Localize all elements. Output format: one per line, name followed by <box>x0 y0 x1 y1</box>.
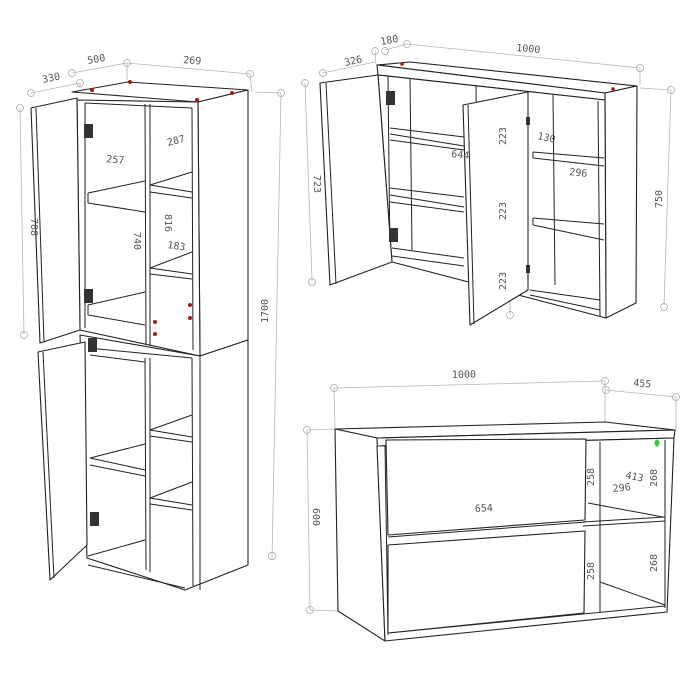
hinge-icon <box>84 124 93 138</box>
dim-723-label: 723 <box>311 175 322 193</box>
dim-600-label: 600 <box>310 508 321 526</box>
dim-268-bottom-label: 268 <box>649 554 660 572</box>
dim-180-label: 180 <box>380 34 400 48</box>
hinge-icon <box>386 91 395 105</box>
dim-223-bottom-label: 223 <box>498 272 509 290</box>
dim-183-label: 183 <box>167 240 186 253</box>
dim-1000-label: 1000 <box>516 43 541 56</box>
wall-middle-door[interactable] <box>462 91 529 326</box>
dim-287-label: 287 <box>166 134 186 149</box>
wall-side <box>604 85 638 319</box>
dim-654-label: 654 <box>475 503 494 515</box>
wall-cabinet: 326 180 1000 644 130 296 723 223 223 223… <box>301 34 675 326</box>
dim-258-bottom-label: 258 <box>586 562 597 580</box>
base-upper-drawer[interactable] <box>385 438 587 536</box>
dim-644-label: 644 <box>451 149 470 162</box>
tall-upper-side <box>197 89 249 357</box>
dim-1000-base-label: 1000 <box>452 370 476 381</box>
dim-296-base-label: 296 <box>612 482 631 495</box>
hinge-icon <box>389 228 398 242</box>
hinge-icon <box>526 117 530 125</box>
dim-750-label: 750 <box>654 190 665 208</box>
wall-left-door[interactable] <box>319 74 393 286</box>
marker-dot <box>654 439 660 447</box>
base-cabinet: 1000 455 600 654 413 296 258 258 268 268 <box>303 370 680 642</box>
dim-740-label: 740 <box>131 232 142 250</box>
dim-269-label: 330 <box>41 71 61 86</box>
dim-455-label: 455 <box>633 378 652 391</box>
tall-cabinet: 330 500 269 257 287 788 740 816 183 1700 <box>16 53 285 591</box>
dim-1700-label: 1700 <box>260 299 271 323</box>
tall-upper-door[interactable] <box>30 97 81 344</box>
hinge-icon <box>88 338 97 352</box>
tall-lower-door[interactable] <box>37 341 88 581</box>
dim-257-label: 257 <box>106 154 125 167</box>
hinge-icon <box>90 512 99 526</box>
dim-788-label: 788 <box>28 218 39 236</box>
dim-816-label: 816 <box>162 214 173 232</box>
dim-268-top-label: 268 <box>649 469 660 487</box>
dim-258-top-label: 258 <box>586 468 597 486</box>
dim-413-label: 413 <box>624 470 644 485</box>
dim-130-label: 130 <box>536 131 556 146</box>
dim-500-label: 269 <box>183 55 202 68</box>
base-lower-drawer[interactable] <box>387 530 586 634</box>
tall-lower-body <box>79 334 249 591</box>
dim-330-label: 500 <box>87 53 107 67</box>
dim-326-label: 326 <box>343 54 363 69</box>
dim-296-label: 296 <box>569 167 588 180</box>
dim-223-top-label: 223 <box>498 127 509 145</box>
dim-223-middle-label: 223 <box>498 202 509 220</box>
hinge-icon <box>526 265 530 273</box>
hinge-icon <box>84 289 93 303</box>
